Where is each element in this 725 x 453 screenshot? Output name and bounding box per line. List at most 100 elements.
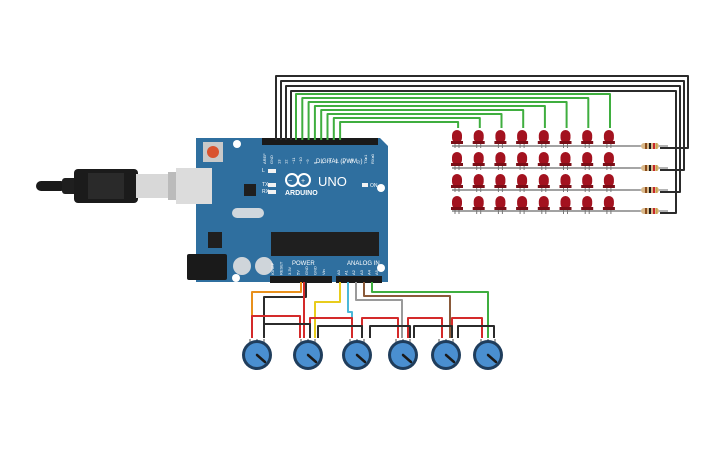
led[interactable]: [472, 174, 485, 192]
resistors[interactable]: [630, 143, 668, 214]
column-wire-green[interactable]: [313, 105, 546, 140]
pin-label: GND: [304, 266, 309, 275]
analog-header[interactable]: [336, 276, 382, 283]
led[interactable]: [516, 130, 529, 148]
led[interactable]: [537, 130, 550, 148]
column-wire-green[interactable]: [332, 117, 481, 140]
pot-bus-red[interactable]: [361, 317, 399, 338]
power-header[interactable]: [270, 276, 332, 283]
led[interactable]: [516, 196, 529, 214]
resistor[interactable]: [630, 187, 668, 193]
led[interactable]: [581, 196, 594, 214]
led[interactable]: [472, 152, 485, 170]
led[interactable]: [602, 196, 615, 214]
led[interactable]: [494, 196, 507, 214]
pot-wire-brown[interactable]: [363, 282, 451, 338]
potentiometer[interactable]: [388, 339, 418, 370]
led[interactable]: [581, 174, 594, 192]
column-wire-green[interactable]: [339, 121, 460, 140]
l-led: [268, 169, 276, 173]
pin-label: 7: [320, 161, 325, 164]
potentiometers[interactable]: [242, 339, 503, 370]
resistor[interactable]: [630, 208, 668, 214]
led[interactable]: [451, 152, 463, 170]
pot-bus-black[interactable]: [457, 325, 495, 338]
led[interactable]: [516, 152, 529, 170]
led[interactable]: [602, 174, 615, 192]
pot-bus-red[interactable]: [451, 317, 483, 338]
capacitor-left: [233, 257, 251, 275]
pot-bus-red[interactable]: [251, 315, 301, 338]
led[interactable]: [602, 130, 615, 148]
digital-label: DIGITAL (PWM~): [316, 159, 363, 165]
power-label: POWER: [292, 261, 315, 267]
row-wire-black[interactable]: [285, 85, 681, 193]
row-wire-black[interactable]: [290, 90, 677, 214]
pot-bus-red[interactable]: [407, 317, 443, 338]
pot-wire-black[interactable]: [263, 282, 307, 338]
led[interactable]: [559, 174, 572, 192]
led[interactable]: [451, 196, 463, 214]
pin-label: TX▸1: [363, 154, 368, 164]
pin-label: 4: [341, 161, 346, 164]
potentiometer[interactable]: [473, 339, 503, 370]
led[interactable]: [516, 174, 529, 192]
led-matrix[interactable]: [451, 130, 640, 214]
column-wire-green[interactable]: [301, 97, 590, 140]
led[interactable]: [472, 196, 485, 214]
potentiometer[interactable]: [293, 339, 323, 370]
pot-bus-red[interactable]: [309, 317, 353, 338]
led[interactable]: [451, 174, 463, 192]
led[interactable]: [537, 196, 550, 214]
pot-bus-black[interactable]: [413, 325, 453, 338]
column-wire-green[interactable]: [326, 113, 503, 140]
led[interactable]: [559, 152, 572, 170]
led[interactable]: [494, 130, 507, 148]
reset-button-cap[interactable]: [207, 146, 219, 158]
pin-label: ~9: [305, 159, 310, 164]
column-wire-green[interactable]: [320, 109, 525, 140]
led[interactable]: [451, 130, 463, 148]
pin-label: 12: [284, 159, 289, 164]
column-wire-green[interactable]: [307, 101, 568, 140]
pin-label: AREF: [262, 153, 267, 164]
led[interactable]: [537, 174, 550, 192]
potentiometer[interactable]: [431, 339, 461, 370]
pot-wire-gray[interactable]: [355, 282, 403, 338]
led[interactable]: [472, 130, 485, 148]
resistor[interactable]: [630, 165, 668, 171]
led[interactable]: [581, 152, 594, 170]
pot-wire-yellow[interactable]: [314, 282, 341, 338]
potentiometer[interactable]: [242, 339, 272, 370]
pot-wire-orange[interactable]: [251, 282, 302, 338]
pot-wire-green[interactable]: [371, 282, 489, 338]
usb-cable[interactable]: [36, 169, 176, 203]
atmega-chip: [271, 232, 379, 256]
column-wire-green[interactable]: [295, 93, 611, 140]
pot-bus-black[interactable]: [263, 323, 311, 338]
resistor[interactable]: [630, 143, 668, 149]
wires[interactable]: [251, 75, 689, 338]
pot-bus-black[interactable]: [369, 325, 411, 338]
pin-label: A2: [351, 269, 356, 275]
pin-label: A5: [374, 269, 379, 275]
pin-label: RESET: [279, 261, 284, 275]
row-wire-black[interactable]: [275, 75, 689, 149]
rx-label: RX: [262, 189, 270, 195]
led[interactable]: [494, 174, 507, 192]
led[interactable]: [559, 130, 572, 148]
pin-label: ~5: [334, 159, 339, 164]
led[interactable]: [537, 152, 550, 170]
potentiometer[interactable]: [342, 339, 372, 370]
pin-label: ~10: [298, 156, 303, 164]
pot-bus-black[interactable]: [317, 325, 363, 338]
led[interactable]: [581, 130, 594, 148]
digital-header[interactable]: [262, 138, 378, 145]
led[interactable]: [602, 152, 615, 170]
led[interactable]: [494, 152, 507, 170]
led[interactable]: [559, 196, 572, 214]
mount-hole: [377, 264, 385, 272]
